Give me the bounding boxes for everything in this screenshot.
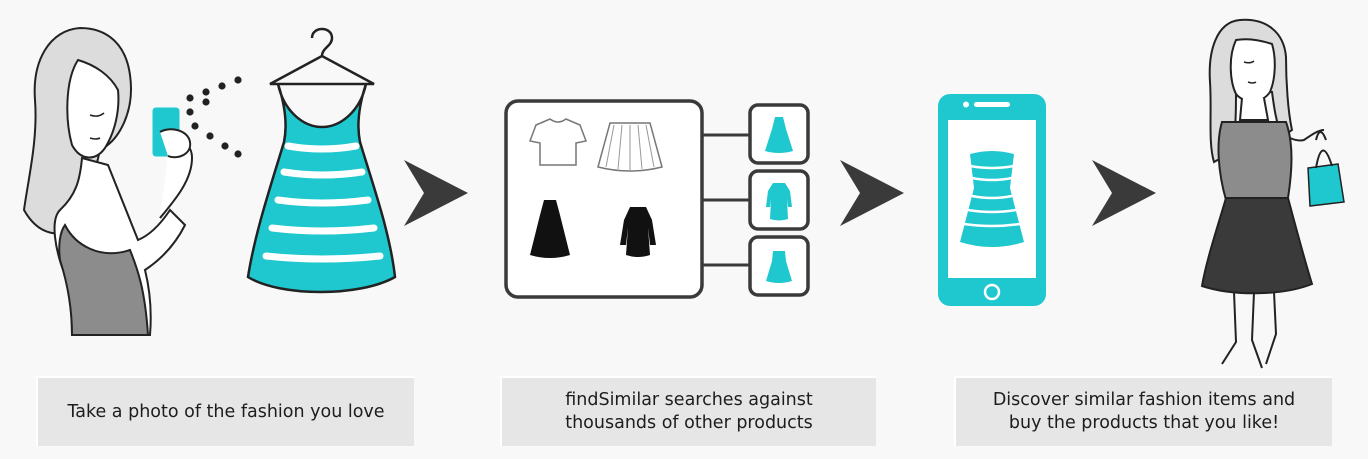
- arrow-right-icon: [840, 160, 904, 226]
- caption-line: thousands of other products: [565, 413, 813, 433]
- product-catalog-icon: [504, 99, 810, 299]
- caption-line: Discover similar fashion items and: [992, 390, 1296, 410]
- step-caption-discover: Discover similar fashion items and buy t…: [954, 376, 1332, 446]
- arrow-right-icon: [404, 160, 468, 226]
- woman-shopping-icon: [1200, 18, 1345, 369]
- smartphone-icon: [938, 94, 1046, 306]
- woman-taking-photo-icon: [22, 26, 242, 336]
- step-caption-photo: Take a photo of the fashion you love: [36, 376, 414, 446]
- step-caption-search: findSimilar searches against thousands o…: [500, 376, 876, 446]
- arrow-right-icon: [1092, 160, 1156, 226]
- caption-line: findSimilar searches against: [565, 390, 813, 410]
- caption-line: Take a photo of the fashion you love: [67, 401, 385, 422]
- caption-line: buy the products that you like!: [1008, 413, 1280, 433]
- striped-dress-icon: [246, 27, 397, 294]
